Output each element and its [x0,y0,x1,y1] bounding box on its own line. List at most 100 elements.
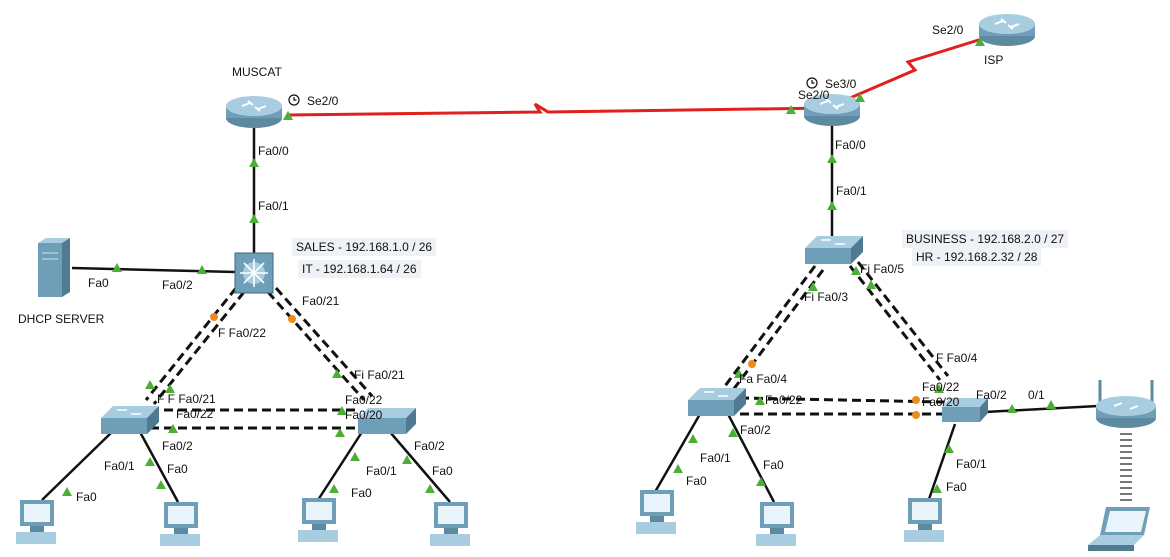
port-label: Fa0/22 [176,407,214,421]
server-icon[interactable] [36,237,72,299]
port-label: Fa0/22 [345,393,383,407]
port-label: Fa0/1 [104,459,135,473]
link-rs2-wireless[interactable] [984,404,1099,414]
port-label: F F Fa0/21 [157,392,216,406]
link-ls2-pc3[interactable] [316,431,364,501]
network-note-business: BUSINESS - 192.168.2.0 / 27 [902,230,1069,248]
device-name-isp: ISP [984,53,1004,67]
link-status-up [1046,400,1056,409]
port-label: Fa Fa0/4 [739,372,788,386]
port-label: Fi Fa0/3 [804,290,849,304]
link-status-up [249,214,259,223]
link-server-mls[interactable] [71,266,237,274]
link-ls1-pc1[interactable] [41,431,113,501]
port-label: Fa0/22 [765,393,803,407]
link-status-up [688,434,698,443]
port-label: Fa0/1 [258,199,289,213]
port-label: Fa0/20 [345,408,383,422]
port-label: Fi Fa0/5 [860,262,905,276]
router-icon[interactable] [224,94,284,130]
serial-link-right-isp[interactable] [849,36,986,100]
link-status-up [350,452,360,461]
link-status-up [932,484,942,493]
link-status-up [402,455,412,464]
laptop-icon[interactable] [1084,505,1160,555]
link-status-up [855,93,865,102]
link-status-blocking [210,313,218,321]
port-label: F Fa0/4 [936,351,978,365]
port-label: Fa0/1 [700,451,731,465]
port-label: Fa0/0 [258,144,289,158]
pc-icon[interactable] [754,500,802,550]
link-ls2-pc4[interactable] [389,431,451,503]
link-status-up [197,265,207,274]
link-status-blocking [912,411,920,419]
link-status-up [145,380,155,389]
port-label: F Fa0/22 [218,326,267,340]
port-label: Se2/0 [932,23,964,37]
link-status-up [755,396,765,405]
link-status-up [673,464,683,473]
pc-icon[interactable] [428,500,476,550]
pc-icon[interactable] [634,488,682,538]
pc-icon[interactable] [14,498,62,548]
multilayer-switch-icon[interactable] [233,251,275,295]
router-icon[interactable] [977,12,1037,48]
port-label: Fa0/2 [162,439,193,453]
link-status-up [827,201,837,210]
link-status-up [975,37,985,46]
left-crossover-links[interactable] [144,287,374,430]
switch-icon[interactable] [356,406,418,436]
router-icon[interactable] [802,92,862,128]
port-label: Se3/0 [825,77,857,91]
wireless-router-icon[interactable] [1094,378,1160,508]
link-status-up [728,428,738,437]
link-status-up [112,263,122,272]
port-label: Fa0/1 [366,464,397,478]
network-note-it: IT - 192.168.1.64 / 26 [298,260,421,278]
port-label: Fa0/1 [836,184,867,198]
link-rs1-pc5[interactable] [653,413,702,493]
serial-link-muscat-right[interactable] [287,102,829,117]
switch-icon[interactable] [99,404,161,436]
link-status-blocking [288,315,296,323]
pc-icon[interactable] [296,496,344,546]
link-status-up [1007,404,1017,413]
switch-icon[interactable] [686,386,748,418]
link-status-up [827,154,837,163]
right-crossover-links[interactable] [720,261,950,416]
link-status-blocking [912,396,920,404]
link-status-up [756,477,766,486]
port-label: Fa0/2 [976,388,1007,402]
network-note-sales: SALES - 192.168.1.0 / 26 [292,238,437,256]
pc-icon[interactable] [158,500,206,550]
port-label: Fa0/0 [835,138,866,152]
pc-icon[interactable] [902,496,950,546]
port-label: Fa0/2 [162,278,193,292]
link-status-up [332,369,342,378]
port-label: Fa0/2 [414,439,445,453]
port-label: Se2/0 [798,88,830,102]
port-label: Fa0 [686,474,707,488]
port-label: Fa0 [432,464,453,478]
port-label: Se2/0 [307,94,339,108]
link-status-up [168,424,178,433]
link-status-up [249,158,259,167]
link-ls1-pc2[interactable] [138,431,180,503]
port-label: Fa0 [76,490,97,504]
port-label: Fa0 [167,462,188,476]
network-note-hr: HR - 192.168.2.32 / 28 [912,248,1042,266]
port-label: Fa0/20 [922,395,960,409]
switch-icon[interactable] [803,234,865,266]
clock-icon [288,94,300,106]
link-status-up [337,406,347,415]
link-status-up [329,484,339,493]
port-label: Fi Fa0/21 [354,368,405,382]
port-label: Fa0 [88,276,109,290]
link-status-up [335,428,345,437]
device-name-muscat: MUSCAT [232,65,282,79]
link-status-up [786,105,796,114]
link-status-up [165,384,175,393]
switch-icon[interactable] [940,396,990,424]
